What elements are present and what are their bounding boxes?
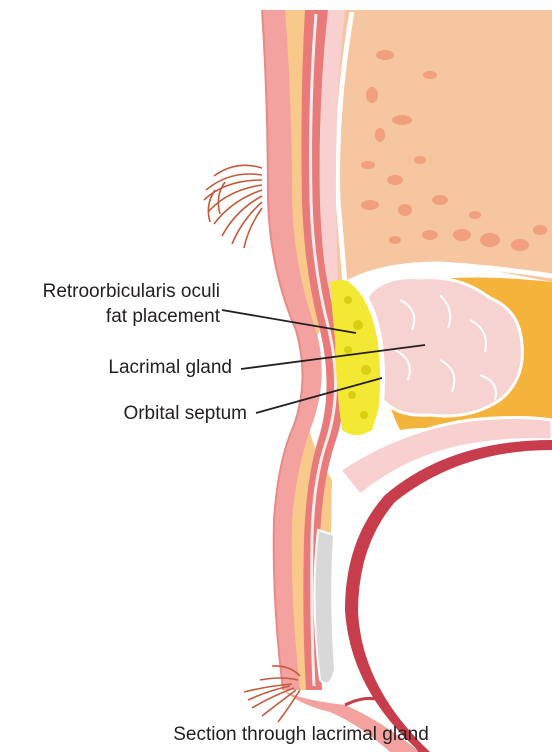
- label-retroorbicularis-line2: fat placement: [106, 306, 220, 328]
- label-orbital-septum: Orbital septum: [123, 403, 247, 425]
- brow-hairs: [204, 165, 262, 248]
- label-lacrimal-gland: Lacrimal gland: [108, 357, 232, 379]
- label-retroorbicularis-line1: Retroorbicularis oculi: [43, 281, 220, 303]
- globe: [345, 440, 552, 752]
- figure-caption: Section through lacrimal gland: [0, 724, 552, 746]
- tarsal-plate: [314, 530, 335, 683]
